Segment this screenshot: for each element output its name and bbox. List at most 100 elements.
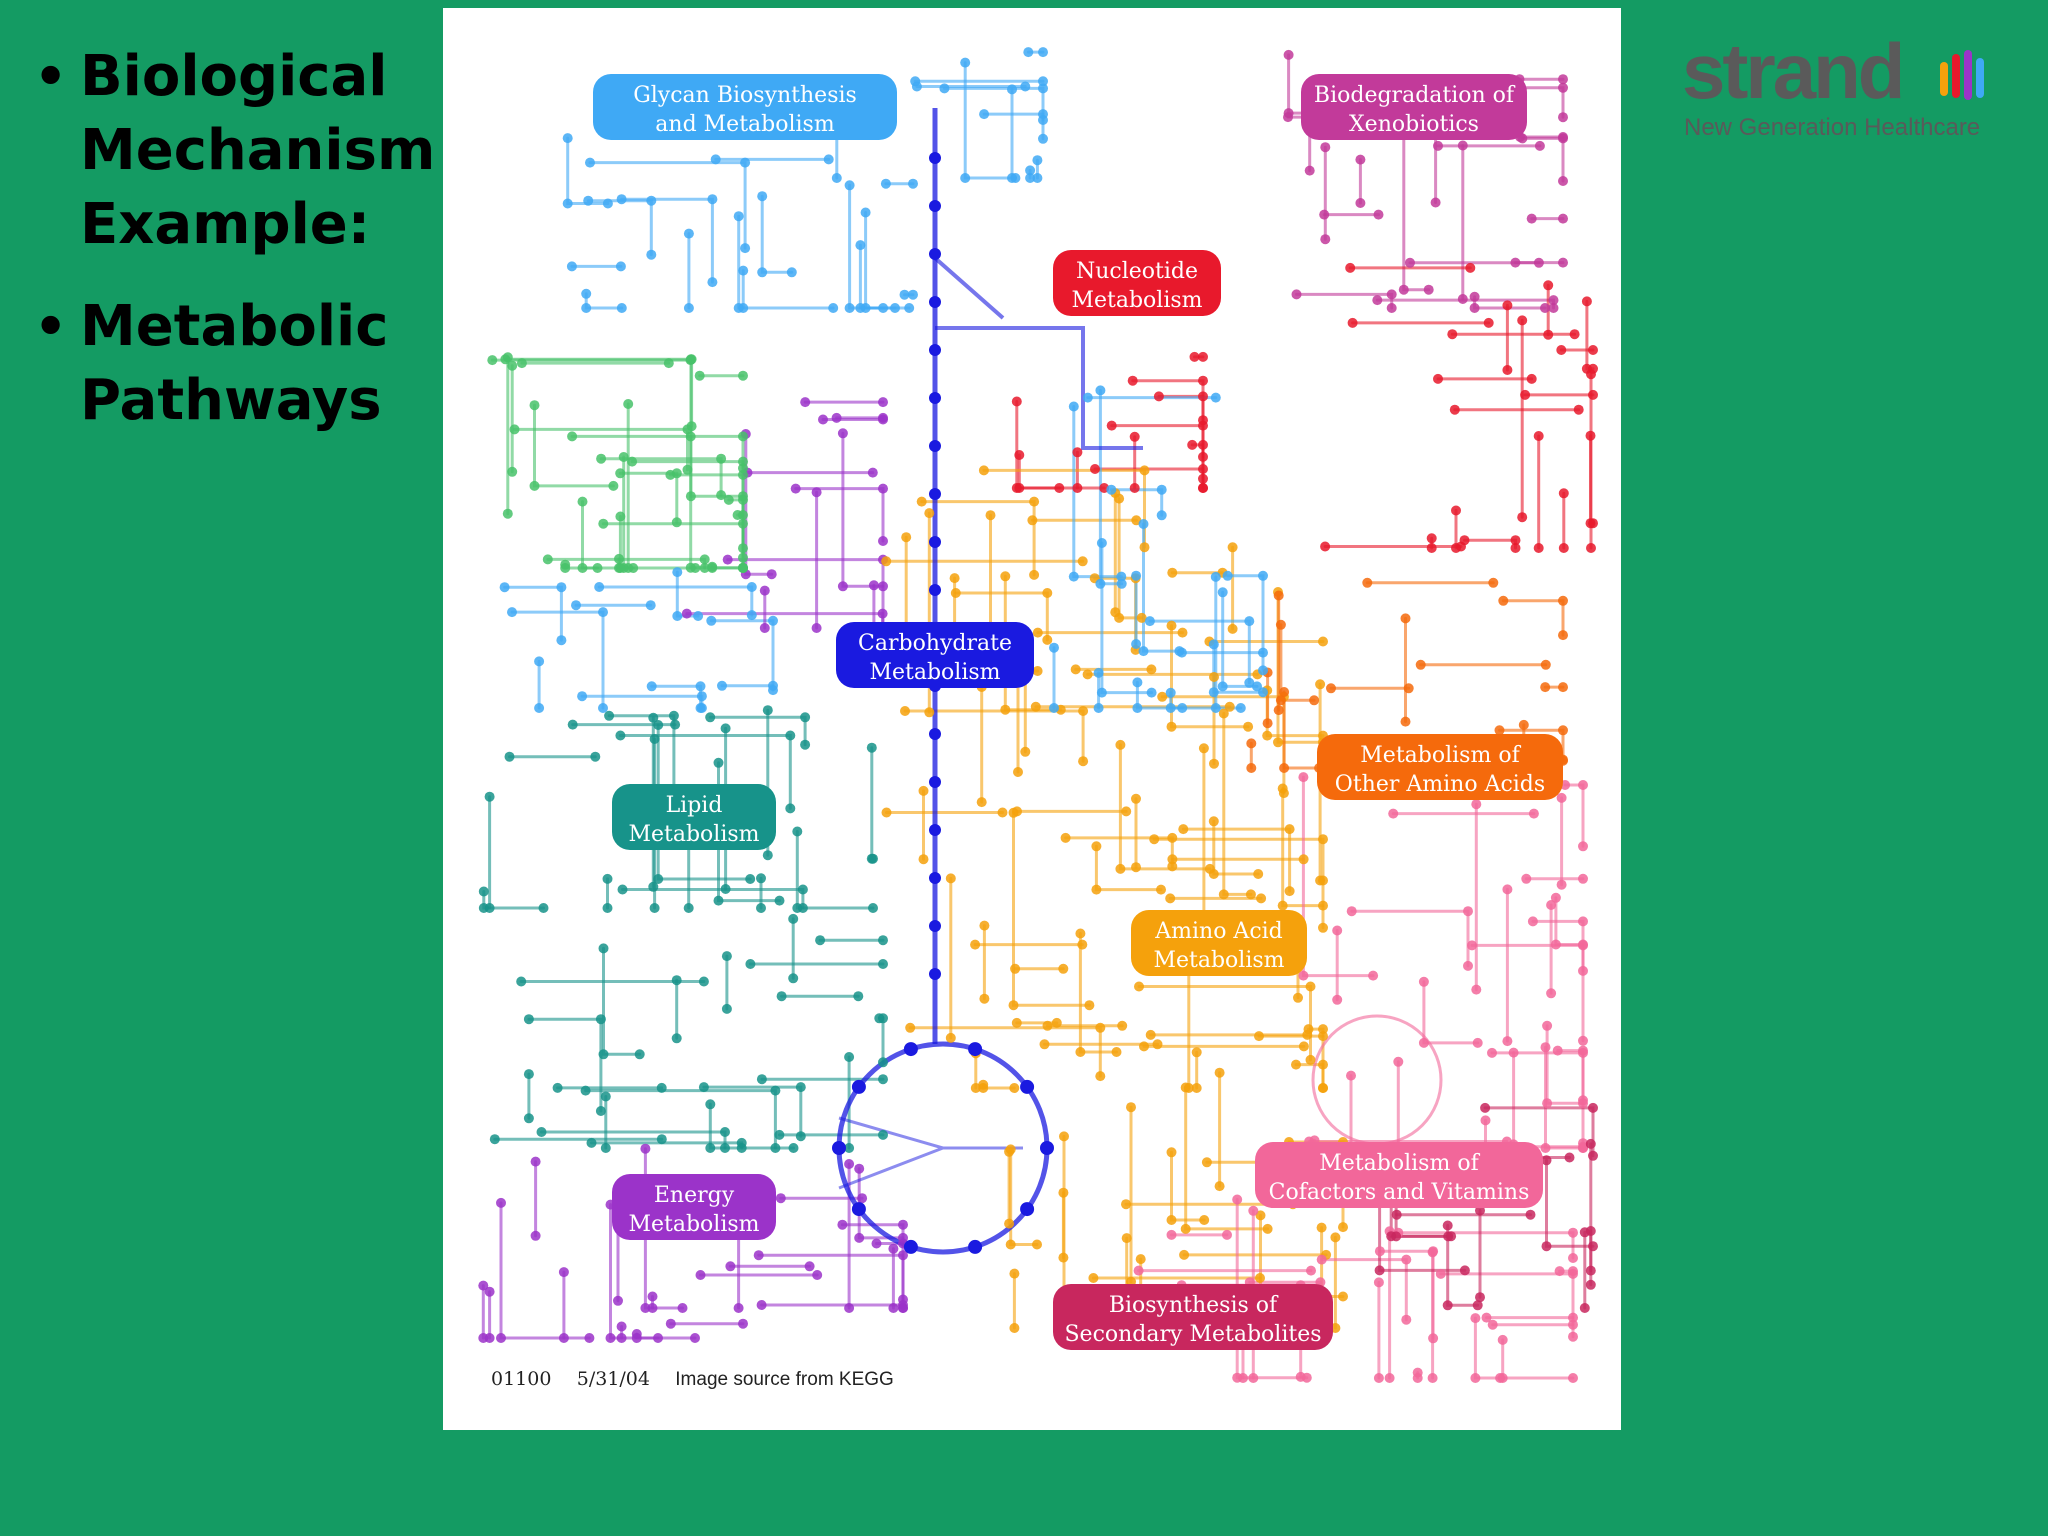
pathway-node <box>681 608 692 619</box>
pathway-node <box>785 803 796 814</box>
pathway-node <box>831 173 842 183</box>
pathway-node <box>604 710 615 721</box>
pathway-node <box>745 959 756 969</box>
pathway-node <box>1068 401 1079 412</box>
pathway-node <box>1338 1291 1348 1302</box>
pathway-node <box>616 303 627 313</box>
pathway-node <box>844 1303 855 1313</box>
pathway-node <box>1306 1265 1316 1276</box>
pathway-node <box>1558 595 1568 606</box>
pathway-node <box>1227 623 1238 634</box>
pathway-node <box>1156 484 1167 495</box>
pathway-node <box>1305 981 1316 992</box>
pathway-node <box>1578 1138 1588 1149</box>
pathway-node <box>878 536 888 546</box>
pathway-node <box>837 428 848 439</box>
pathway-node <box>1428 1246 1439 1257</box>
pathway-node <box>1332 994 1343 1005</box>
pathway-node <box>756 873 766 884</box>
pathway-node <box>1480 1115 1491 1126</box>
pathway-node <box>871 1238 882 1249</box>
category-label-box <box>593 74 897 140</box>
pathway-node <box>924 707 935 718</box>
pathway-node <box>1008 1000 1019 1011</box>
pathway-line <box>908 1026 1102 1078</box>
pathway-node <box>595 1106 606 1116</box>
pathway-line <box>586 199 653 257</box>
pathway-node <box>978 1083 989 1093</box>
pathway-node <box>738 370 748 381</box>
pathway-node <box>888 1303 899 1313</box>
pathway-line <box>527 1017 603 1113</box>
pathway-node <box>1131 793 1141 804</box>
pathway-node <box>1480 1102 1491 1113</box>
pathway-node <box>898 1294 908 1305</box>
category-label-text: Metabolism of <box>1360 743 1521 768</box>
pathway-node <box>1000 704 1011 715</box>
pathway-line <box>744 432 774 576</box>
pathway-line <box>1556 1049 1585 1102</box>
pathway-node <box>1581 296 1592 307</box>
pathway-line <box>1294 1063 1325 1090</box>
pathway-node <box>1189 351 1200 362</box>
pathway-node <box>1315 875 1326 886</box>
logo-wordmark: strand <box>1682 27 1905 115</box>
pathway-node <box>1433 140 1443 151</box>
pathway-node <box>1465 262 1476 273</box>
pathway-node <box>523 1014 534 1025</box>
pathway-node <box>1165 703 1176 713</box>
pathway-node <box>1007 173 1017 183</box>
pathway-node <box>1214 1181 1225 1192</box>
pathway-node <box>949 573 960 584</box>
pathway-node <box>507 607 517 618</box>
pathway-line <box>499 1201 591 1340</box>
pathway-node <box>1198 420 1208 431</box>
pathway-node <box>1483 317 1494 328</box>
pathway-node <box>1032 1239 1042 1250</box>
pathway-node <box>685 491 696 502</box>
glycolysis-node <box>929 584 941 596</box>
pathway-node <box>1430 197 1441 208</box>
pathway-node <box>997 807 1008 818</box>
pathway-node <box>1138 646 1149 657</box>
pathway-node <box>560 563 571 573</box>
pathway-node <box>1302 1029 1313 1040</box>
pathway-line <box>1222 712 1253 896</box>
pathway-node <box>1218 708 1229 719</box>
pathway-node <box>617 884 628 895</box>
pathway-node <box>562 133 573 144</box>
pathway-node <box>530 1156 541 1167</box>
pathway-line <box>1589 434 1595 525</box>
pathway-node <box>1011 1017 1022 1028</box>
pathway-node <box>1095 385 1106 396</box>
pathway-node <box>1423 284 1434 295</box>
pathway-node <box>1093 703 1104 713</box>
pathway-node <box>985 510 996 521</box>
pathway-node <box>1510 543 1521 553</box>
pathway-node <box>1214 1067 1225 1078</box>
pathway-node <box>1208 869 1219 879</box>
pathway-line <box>1110 424 1205 490</box>
pathway-node <box>745 874 756 884</box>
pathway-node <box>615 511 626 522</box>
pathway-node <box>831 412 842 423</box>
pathway-line <box>668 473 745 560</box>
pathway-node <box>556 635 567 646</box>
pathway-node <box>939 83 950 94</box>
pathway-node <box>1070 664 1081 675</box>
pathway-node <box>1588 345 1598 355</box>
pathway-node <box>738 510 748 520</box>
pathway-node <box>571 600 581 611</box>
pathway-node <box>868 903 878 913</box>
pathway-node <box>1316 1254 1327 1265</box>
pathway-node <box>733 1303 744 1313</box>
pathway-node <box>710 154 721 165</box>
pathway-node <box>786 267 797 278</box>
pathway-node <box>1534 140 1545 151</box>
pathway-node <box>529 480 540 491</box>
pathway-node <box>646 249 657 260</box>
pathway-node <box>530 1230 541 1241</box>
pathway-node <box>1463 906 1473 917</box>
pathway-node <box>1564 1152 1575 1163</box>
